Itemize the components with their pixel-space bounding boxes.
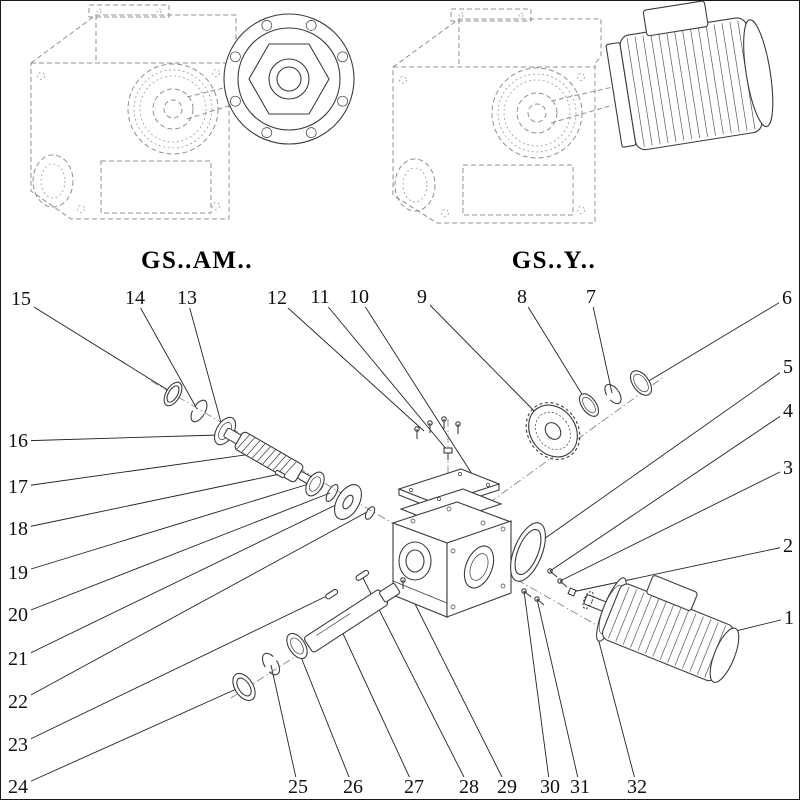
output-shaft — [303, 582, 401, 653]
leader-line-21 — [17, 500, 345, 660]
part-number-11: 11 — [307, 287, 333, 307]
gearbox-housing — [391, 501, 513, 618]
leader-line-11 — [319, 296, 448, 451]
leader-line-14 — [134, 297, 198, 410]
leader-line-31 — [536, 598, 581, 788]
leader-line-19 — [17, 482, 313, 574]
cover-bolts — [414, 416, 461, 439]
shim — [325, 483, 339, 503]
motor-assembly — [582, 575, 740, 683]
part-number-4: 4 — [780, 401, 796, 421]
leader-line-25 — [270, 664, 299, 788]
output-key — [355, 569, 370, 581]
leader-line-6 — [646, 297, 788, 383]
part-number-19: 19 — [5, 563, 31, 583]
gear-end-ring — [629, 370, 653, 396]
vent-plug — [443, 447, 453, 460]
leader-line-13 — [186, 297, 223, 427]
part-number-3: 3 — [780, 458, 796, 478]
part-number-18: 18 — [5, 519, 31, 539]
part-number-14: 14 — [122, 288, 148, 308]
leader-line-16 — [17, 434, 219, 442]
part-number-30: 30 — [537, 777, 563, 797]
part-number-17: 17 — [5, 477, 31, 497]
leader-line-17 — [17, 452, 260, 488]
part-number-9: 9 — [414, 287, 430, 307]
motor-flange-ring — [510, 522, 546, 582]
leader-line-26 — [296, 646, 354, 788]
part-number-1: 1 — [781, 608, 797, 628]
shaft-seal — [163, 381, 183, 407]
output-circlip — [261, 652, 281, 676]
output-pin — [325, 588, 339, 600]
leader-line-20 — [17, 492, 331, 616]
output-shaft-assembly — [232, 569, 401, 702]
part-number-31: 31 — [567, 777, 593, 797]
part-number-32: 32 — [624, 777, 650, 797]
input-key — [274, 469, 286, 479]
leader-line-28 — [361, 575, 470, 788]
y-motor-drawing — [605, 1, 774, 151]
am-output-flange-drawing — [223, 13, 355, 145]
part-number-21: 21 — [5, 649, 31, 669]
second-bearing — [305, 471, 325, 497]
leader-line-27 — [338, 624, 415, 788]
leader-line-8 — [521, 296, 589, 405]
part-number-22: 22 — [5, 692, 31, 712]
part-number-2: 2 — [780, 536, 796, 556]
leader-line-3 — [559, 467, 789, 582]
part-number-13: 13 — [174, 288, 200, 308]
part-number-7: 7 — [583, 287, 599, 307]
leader-line-30 — [523, 590, 551, 788]
leader-lines-layer — [17, 296, 790, 788]
output-seal — [232, 672, 256, 702]
gearbox-am-drawing — [30, 4, 355, 220]
part-number-5: 5 — [780, 357, 796, 377]
leader-line-9 — [421, 296, 543, 420]
part-number-15: 15 — [8, 289, 34, 309]
part-number-10: 10 — [346, 287, 372, 307]
part-number-26: 26 — [340, 777, 366, 797]
gearbox-y-drawing — [392, 1, 774, 224]
leader-line-23 — [17, 593, 332, 746]
leader-line-29 — [402, 579, 508, 788]
motor-flange-parts — [400, 522, 577, 606]
leader-line-5 — [533, 366, 789, 547]
output-bearing — [286, 632, 308, 660]
part-number-23: 23 — [5, 735, 31, 755]
part-number-6: 6 — [779, 288, 795, 308]
input-shaft-assembly — [163, 381, 376, 520]
leader-line-2 — [571, 545, 789, 593]
variant-label-gs-y: GS..Y.. — [511, 247, 597, 274]
variant-label-gs-am: GS..AM.. — [141, 247, 253, 274]
part-number-27: 27 — [401, 777, 427, 797]
part-number-28: 28 — [456, 777, 482, 797]
part-number-20: 20 — [5, 605, 31, 625]
leader-line-7 — [590, 296, 613, 394]
leader-line-18 — [17, 473, 281, 530]
leader-line-32 — [597, 637, 638, 788]
gear-train-assembly — [525, 370, 653, 460]
part-number-12: 12 — [264, 288, 290, 308]
part-number-24: 24 — [5, 777, 31, 797]
gear-circlip — [604, 383, 622, 405]
washer-disc — [333, 484, 363, 520]
leader-line-12 — [276, 297, 425, 432]
leader-line-22 — [17, 511, 368, 703]
retaining-ring — [190, 399, 208, 423]
part-number-29: 29 — [494, 777, 520, 797]
leader-line-15 — [20, 298, 172, 393]
gear-spacer-ring — [578, 393, 600, 417]
part-number-25: 25 — [285, 777, 311, 797]
part-number-16: 16 — [5, 431, 31, 451]
leader-line-4 — [549, 410, 789, 572]
part-number-8: 8 — [514, 287, 530, 307]
o-ring — [364, 506, 376, 520]
leader-line-24 — [17, 685, 244, 788]
leader-line-10 — [358, 296, 473, 475]
motor-bolts — [400, 568, 577, 606]
